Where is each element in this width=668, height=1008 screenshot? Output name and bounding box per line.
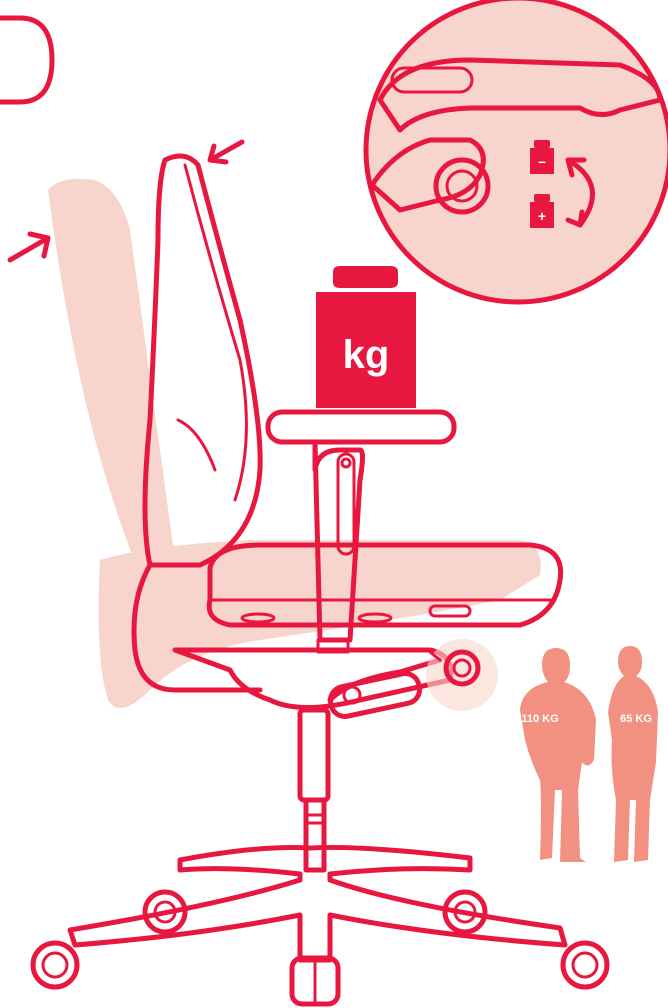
minus-label: –	[538, 153, 546, 169]
kg-weight-icon: kg	[316, 266, 416, 408]
push-arrow-icon	[210, 142, 242, 162]
plus-label: +	[538, 208, 546, 224]
detail-zoom	[366, 0, 668, 302]
partial-letter	[0, 18, 52, 102]
tension-knob	[426, 639, 498, 711]
light-person-label: 65 KG	[620, 713, 652, 725]
heavy-person-icon: 110 KG	[520, 648, 596, 862]
kg-label: kg	[343, 333, 390, 377]
casters	[33, 892, 607, 1004]
recline-arrow-icon	[10, 234, 48, 260]
heavy-person-label: 110 KG	[521, 713, 558, 725]
light-person-icon: 65 KG	[608, 646, 658, 862]
